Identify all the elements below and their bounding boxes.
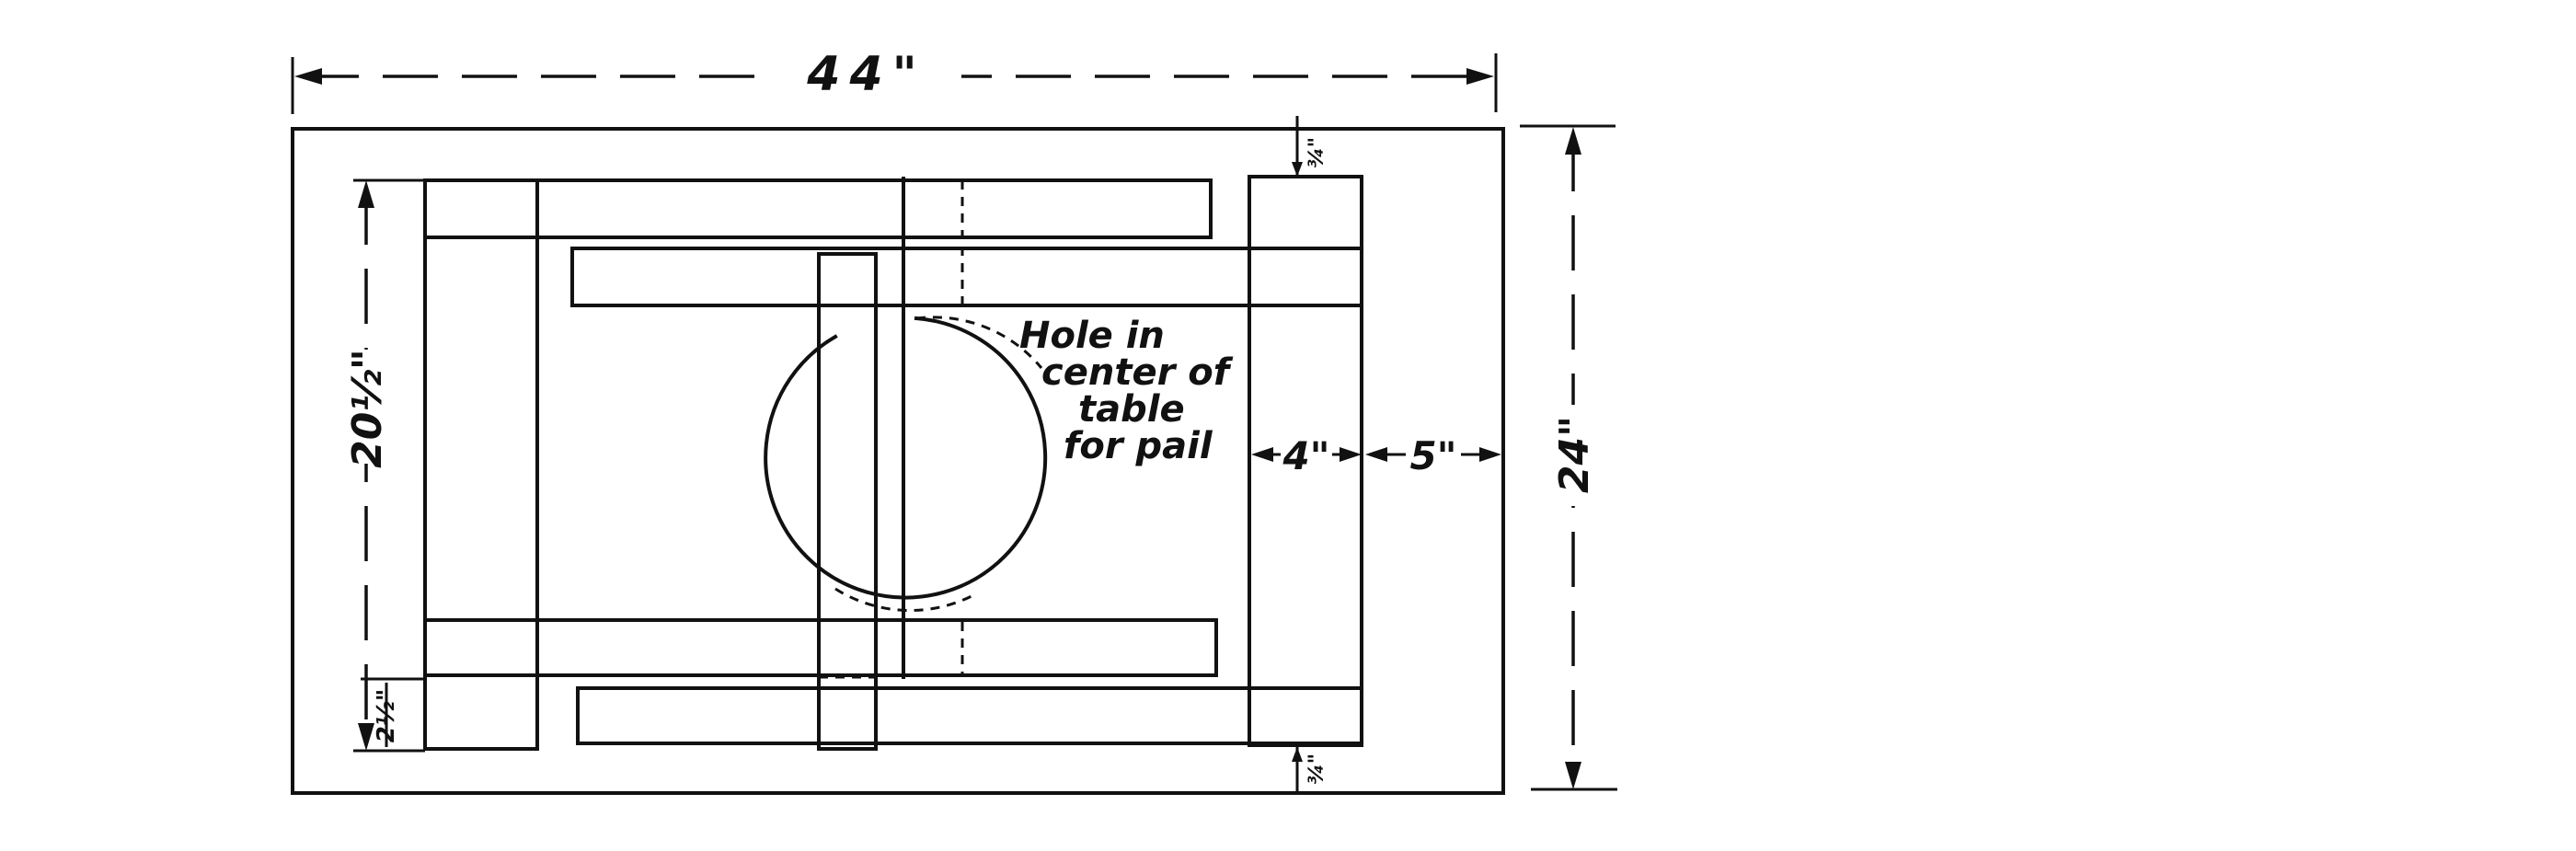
top-offset-dimension: ¾" [1292, 116, 1328, 177]
note-line-4: for pail [1064, 425, 1213, 467]
arrow-down-icon [358, 723, 374, 751]
arrow-right-icon [1479, 447, 1501, 462]
width-dimension: 44" [291, 46, 1498, 114]
post-width-dimension: 4" [1251, 427, 1362, 478]
post-width-label: 4" [1282, 433, 1329, 478]
board-bottom-2 [576, 686, 1363, 745]
bottom-offset-dimension: ¾" [1292, 747, 1328, 793]
table-top-outline [291, 127, 1505, 795]
center-slat-left [817, 252, 878, 751]
overall-height-label: 24" [1551, 416, 1598, 493]
note-line-3: table [1078, 388, 1185, 431]
note-line-1: Hole in [1019, 315, 1165, 357]
width-label: 44" [806, 47, 926, 102]
arrow-left-icon [1251, 447, 1273, 462]
overall-height-dimension: 24" [1520, 124, 1617, 791]
pail-hole-circle [764, 316, 1048, 600]
hidden-lines [425, 180, 1251, 679]
board-top-2 [570, 247, 1363, 307]
board-top-1 [423, 178, 1213, 239]
margin-right-dimension: 5" [1365, 427, 1501, 478]
bottom-offset-label: ¾" [1305, 753, 1328, 785]
pail-note: Hole in center of table for pail [1019, 315, 1234, 467]
bottom-strip-label: 2½" [373, 689, 400, 743]
left-rail [423, 178, 539, 751]
note-line-2: center of [1041, 351, 1234, 394]
arrow-left-icon [1365, 447, 1387, 462]
pail-hole-hidden-arc-bottom [834, 587, 976, 612]
arrow-up-icon [1292, 747, 1303, 762]
arrow-right-icon [1466, 68, 1494, 85]
inner-height-label: 20½" [344, 349, 391, 468]
arrow-up-icon [358, 180, 374, 208]
bottom-strip-dimension: 2½" [361, 677, 425, 747]
arrow-down-icon [1292, 162, 1303, 177]
margin-right-label: 5" [1409, 433, 1456, 478]
pail-hole-hidden-arc [915, 316, 1043, 369]
arrow-left-icon [294, 68, 322, 85]
arrow-right-icon [1340, 447, 1362, 462]
arrow-up-icon [1565, 127, 1581, 155]
top-offset-label: ¾" [1305, 137, 1328, 168]
width-label-bg [773, 46, 961, 101]
inner-height-dimension: 20½" [339, 178, 425, 753]
arrow-down-icon [1565, 762, 1581, 789]
